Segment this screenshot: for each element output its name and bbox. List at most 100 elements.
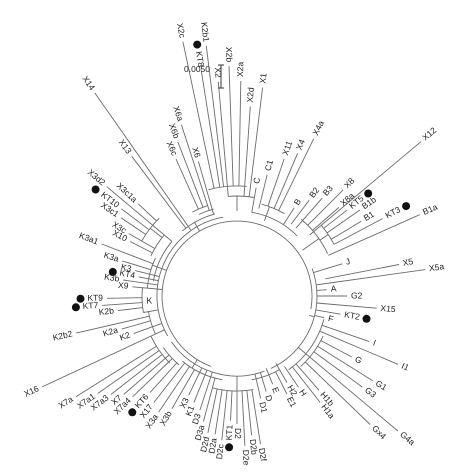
leaf-label-x2d: X2d	[245, 87, 256, 103]
leaf-label-x1: X1	[257, 72, 268, 84]
leaf-label-kt3: KT3	[384, 204, 403, 220]
branch-d1	[254, 373, 262, 399]
leaf-label-k2a: K2a	[102, 325, 120, 339]
leaf-label-d2e: D2e	[241, 449, 252, 465]
leaf-label-x6: X6	[190, 146, 203, 159]
leaf-label-x6a: X6a	[171, 105, 185, 123]
leaf-label-x15: X15	[380, 303, 396, 314]
branch-k3b	[123, 279, 158, 286]
branch-x12	[309, 141, 422, 236]
branch-x9	[132, 286, 163, 290]
leaf-label-b3: B3	[321, 183, 336, 198]
leaf-label-x2b: X2b	[224, 47, 235, 63]
branch-x2b	[228, 66, 234, 187]
branch-d2f	[251, 389, 261, 445]
leaf-label-d: D	[263, 394, 274, 403]
leaf-label-k3a: K3a	[103, 250, 121, 264]
branch-x13	[131, 155, 187, 229]
branch-x11	[267, 158, 285, 207]
leaf-label-x16: X16	[22, 383, 40, 399]
branch-kt3	[333, 218, 383, 245]
branch-k1	[193, 370, 208, 403]
branch-x3c1a	[137, 203, 157, 222]
kt-marker-kt7	[71, 303, 80, 312]
branch-d2d	[207, 388, 218, 433]
branch-i1	[319, 330, 399, 365]
branch-h	[284, 366, 299, 388]
leaf-label-e1: E1	[285, 395, 299, 409]
branch-e1	[275, 371, 288, 395]
leaf-label-x4a: X4a	[310, 119, 326, 137]
leaf-label-h: H	[297, 387, 309, 398]
branch-d2e	[241, 390, 246, 446]
scale-bar-label: 0.0050	[184, 64, 210, 74]
leaf-label-x12: X12	[420, 125, 438, 143]
branch-b1	[331, 220, 362, 240]
leaf-label-b1: B1	[362, 209, 376, 223]
leaf-label-f: F	[327, 313, 334, 324]
branch-x7a4	[132, 358, 173, 398]
branch-b2	[290, 199, 310, 225]
leaf-label-a: A	[330, 283, 337, 293]
leaf-label-x9: X9	[118, 280, 130, 291]
branch-x6c	[175, 158, 199, 210]
branch-x2d	[243, 106, 251, 197]
leaf-label-d2f: D2f	[257, 447, 269, 462]
branch-x6a	[180, 124, 210, 211]
leaf-label-k3: K3	[120, 262, 133, 274]
branch-k3	[134, 270, 160, 278]
branch-kt6	[149, 362, 178, 393]
tree-branches	[41, 41, 426, 446]
leaf-label-x13: X13	[117, 137, 134, 155]
branch-k2	[133, 322, 162, 335]
branch-k2b2	[76, 315, 150, 334]
leaf-label-k2b2: K2b2	[52, 328, 74, 342]
branch-b1a	[328, 214, 420, 256]
scale-bar: 0.0050	[184, 64, 224, 89]
leaf-label-k3b: K3b	[104, 272, 121, 284]
leaf-label-x10: X10	[111, 228, 129, 244]
branch-x7	[123, 354, 170, 395]
branch-kt10	[120, 208, 150, 231]
kt-marker-kt3	[402, 202, 411, 211]
branch-b3	[295, 197, 323, 229]
leaf-label-d2a: D2a	[206, 437, 218, 454]
branch-k3a1	[101, 243, 154, 265]
branch-x1	[248, 87, 264, 197]
branch-k2b	[117, 307, 143, 312]
branch-i	[321, 324, 370, 343]
leaf-label-k2b: K2b	[98, 305, 115, 317]
leaf-label-x11: X11	[280, 139, 294, 156]
leaf-label-j: J	[344, 256, 351, 267]
leaf-label-i1: I1	[400, 361, 411, 373]
leaf-label-x14: X14	[80, 74, 97, 92]
branch-x3b	[171, 369, 195, 409]
branch-kt9	[106, 297, 143, 299]
leaf-label-k1: K1	[183, 404, 196, 418]
leaf-label-kt4: KT4	[119, 268, 136, 281]
branch-d	[259, 372, 267, 392]
branch-x10	[129, 241, 153, 254]
branch-j	[313, 263, 343, 274]
branch-kt2	[315, 309, 341, 315]
branch-x17	[153, 362, 186, 403]
branch-x5a	[326, 269, 426, 284]
leaf-label-d2d: D2d	[198, 435, 211, 453]
branch-x6b	[177, 141, 204, 208]
leaf-label-x5: X5	[402, 256, 414, 268]
branch-c1	[258, 174, 268, 209]
leaf-label-x2a: X2a	[235, 62, 245, 78]
branch-x14	[94, 92, 192, 231]
branch-b	[282, 207, 295, 225]
branch-d3	[199, 371, 213, 411]
leaf-label-d3a: D3a	[193, 424, 207, 442]
branch-gx4	[304, 361, 371, 425]
leaf-label-x2: X2	[213, 67, 224, 79]
leaf-label-x4: X4	[294, 138, 307, 152]
branch-k3a	[122, 260, 152, 271]
branch-x2c	[182, 41, 215, 189]
leaf-label-g2: G2	[351, 290, 363, 300]
kt-marker-kt6	[128, 408, 137, 417]
leaf-label-x3d2: X3d2	[86, 167, 108, 188]
